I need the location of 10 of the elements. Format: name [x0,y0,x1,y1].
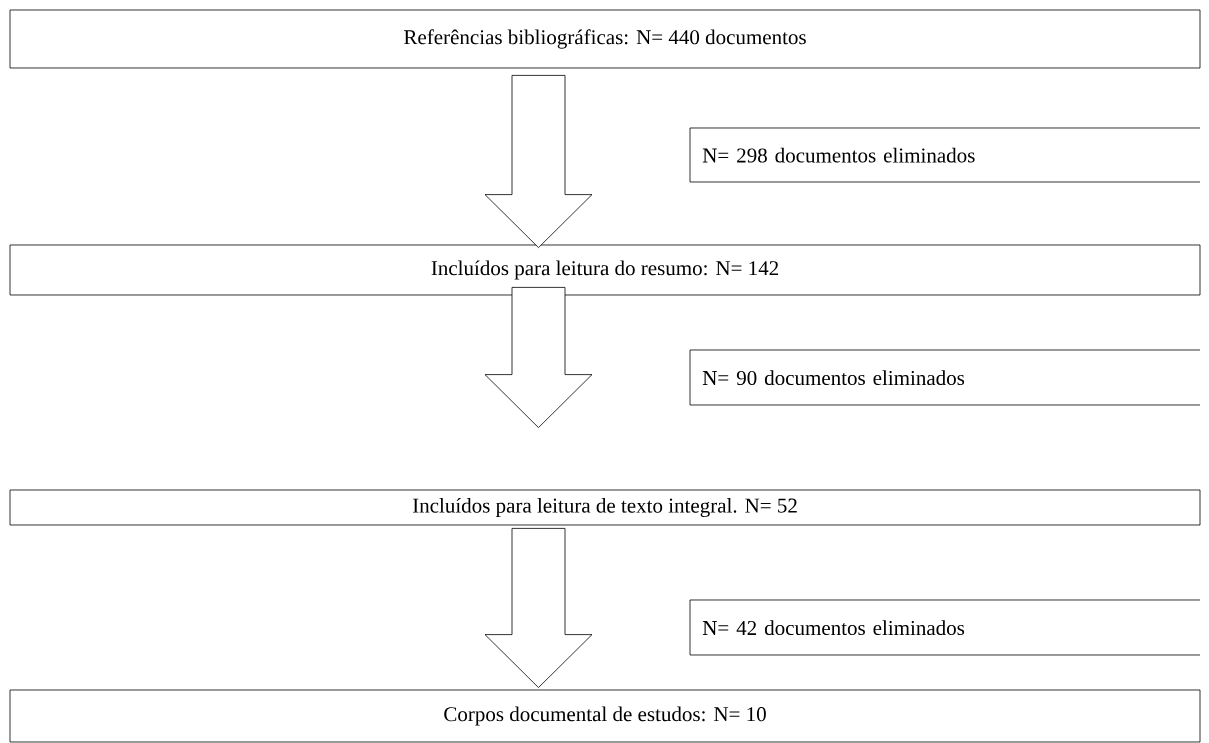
block-arrow [484,528,593,688]
process-box: Corpos documental de estudos: N= 10 [9,689,1201,743]
process-box: Incluídos para leitura do resumo: N= 142 [9,244,1201,296]
note-box: N= 90 documentos eliminados [689,349,1201,406]
block-arrow [484,75,593,248]
process-box: Incluídos para leitura de texto integral. N= 52 [9,489,1201,526]
process-box: Referências bibliográficas: N= 440 documentos [9,9,1201,69]
note-box: N= 42 documentos eliminados [689,599,1201,656]
block-arrow [484,287,593,428]
note-box: N= 298 documentos eliminados [689,127,1201,183]
